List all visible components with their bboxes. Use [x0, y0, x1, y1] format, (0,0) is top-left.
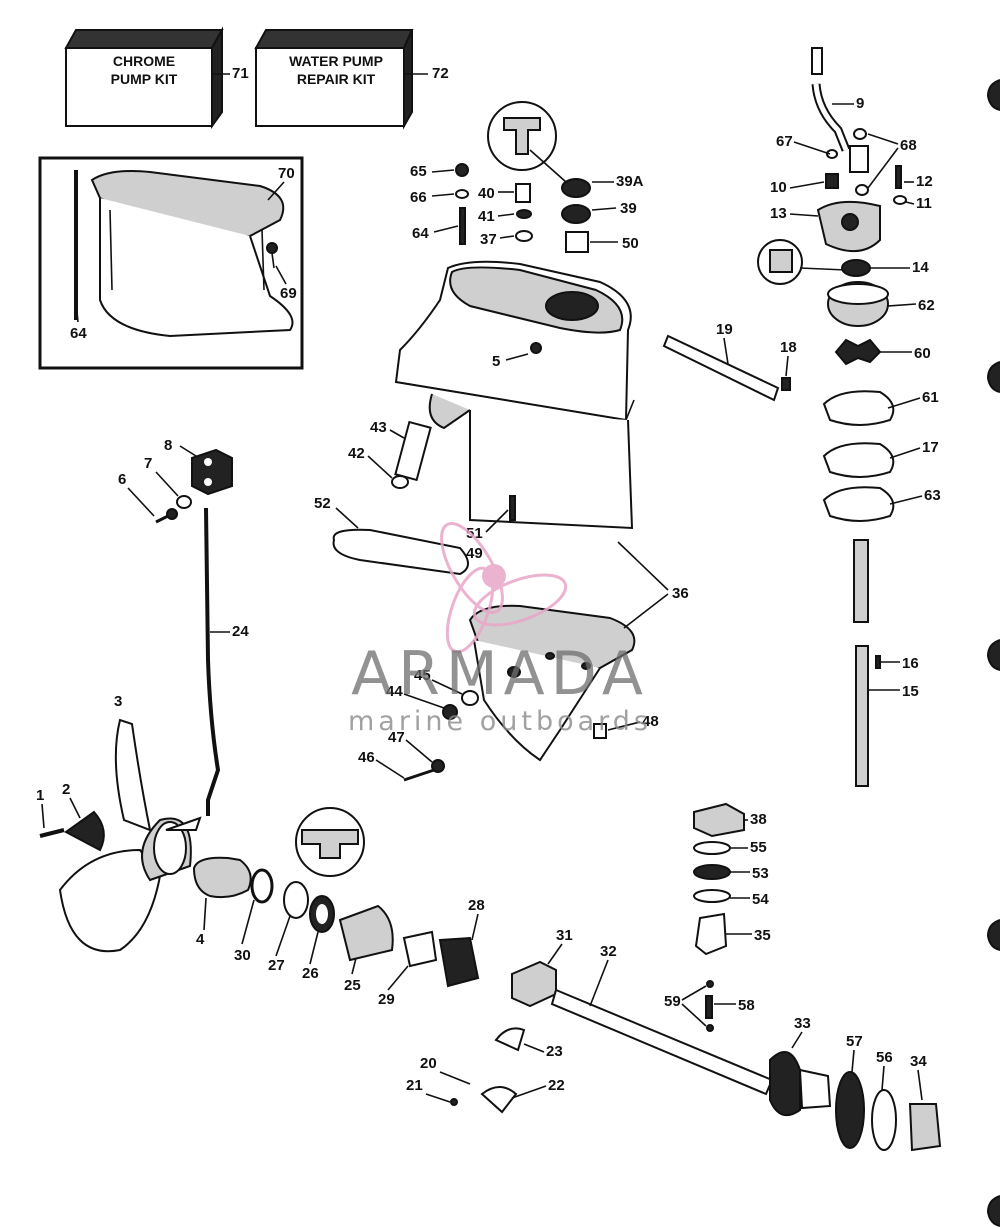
armada-watermark: ARMADA marine outboards [348, 522, 652, 737]
callout-64-inset: 64 [70, 325, 87, 342]
shift-rod-group: 8 7 6 24 [118, 437, 249, 816]
watermark-tagline: marine outboards [348, 706, 652, 737]
drive-shaft-group: 31 32 33 57 56 34 23 22 20 21 [406, 927, 942, 1152]
callout-3: 3 [114, 693, 122, 710]
callout-37: 37 [480, 231, 497, 248]
callout-18: 18 [780, 339, 797, 356]
callout-65: 65 [410, 163, 427, 180]
callout-41: 41 [478, 208, 495, 225]
callout-60: 60 [914, 345, 931, 362]
callout-36: 36 [672, 585, 689, 602]
callout-33: 33 [794, 1015, 811, 1032]
callout-23: 23 [546, 1043, 563, 1060]
callout-19: 19 [716, 321, 733, 338]
propeller-assembly: 1 2 3 [36, 693, 202, 953]
callout-45: 45 [414, 667, 431, 684]
callout-39: 39 [620, 200, 637, 217]
callout-7: 7 [144, 455, 152, 472]
callout-53: 53 [752, 865, 769, 882]
callout-27: 27 [268, 957, 285, 974]
callout-63: 63 [924, 487, 941, 504]
callout-66: 66 [410, 189, 427, 206]
callout-35: 35 [754, 927, 771, 944]
gear-case-hardware-group: 65 66 64 40 41 37 39A 39 50 [410, 101, 644, 253]
callout-1: 1 [36, 787, 44, 804]
callout-58: 58 [738, 997, 755, 1014]
page-edge-marks [986, 79, 1000, 1227]
chrome-kit-label-line1: CHROME [113, 53, 175, 69]
callout-8: 8 [164, 437, 172, 454]
propeller-logo [440, 522, 568, 654]
callout-69: 69 [280, 285, 297, 302]
water-pump-kit-label-line1: WATER PUMP [289, 53, 383, 69]
callout-51: 51 [466, 525, 483, 542]
callout-68: 68 [900, 137, 917, 154]
callout-64: 64 [412, 225, 429, 242]
callout-5: 5 [492, 353, 500, 370]
callout-28: 28 [468, 897, 485, 914]
callout-70: 70 [278, 165, 295, 182]
callout-50: 50 [622, 235, 639, 252]
callout-39a: 39A [616, 173, 644, 190]
callout-24: 24 [232, 623, 249, 640]
callout-54: 54 [752, 891, 769, 908]
water-pump-repair-kit-box: WATER PUMP REPAIR KIT 72 [254, 29, 449, 130]
callout-44: 44 [386, 683, 403, 700]
callout-31: 31 [556, 927, 573, 944]
callout-48: 48 [642, 713, 659, 730]
callout-46: 46 [358, 749, 375, 766]
callout-49: 49 [466, 545, 483, 562]
callout-47: 47 [388, 729, 405, 746]
callout-25: 25 [344, 977, 361, 994]
callout-57: 57 [846, 1033, 863, 1050]
callout-6: 6 [118, 471, 126, 488]
callout-59: 59 [664, 993, 681, 1010]
callout-20: 20 [420, 1055, 437, 1072]
trim-strip: 19 18 [662, 321, 797, 402]
callout-55: 55 [750, 839, 767, 856]
callout-2: 2 [62, 781, 70, 798]
chrome-pump-kit-box: CHROME PUMP KIT 71 [64, 26, 249, 130]
chrome-housing-inset: 70 69 64 [38, 156, 304, 370]
callout-16: 16 [902, 655, 919, 672]
callout-67: 67 [776, 133, 793, 150]
chrome-kit-label-line2: PUMP KIT [111, 71, 178, 87]
callout-71: 71 [232, 65, 249, 82]
callout-56: 56 [876, 1049, 893, 1066]
callout-13: 13 [770, 205, 787, 222]
callout-42: 42 [348, 445, 365, 462]
callout-61: 61 [922, 389, 939, 406]
callout-43: 43 [370, 419, 387, 436]
propeller-shaft-parts: 4 30 27 26 25 29 28 [192, 807, 485, 1008]
callout-52: 52 [314, 495, 331, 512]
callout-12: 12 [916, 173, 933, 190]
callout-15: 15 [902, 683, 919, 700]
callout-9: 9 [856, 95, 864, 112]
callout-29: 29 [378, 991, 395, 1008]
callout-4: 4 [196, 931, 205, 948]
callout-11: 11 [916, 195, 932, 212]
callout-72: 72 [432, 65, 449, 82]
callout-40: 40 [478, 185, 495, 202]
callout-21: 21 [406, 1077, 423, 1094]
callout-38: 38 [750, 811, 767, 828]
gearcase-seal-and-pins: 43 42 52 51 49 [314, 419, 516, 576]
callout-30: 30 [234, 947, 251, 964]
callout-32: 32 [600, 943, 617, 960]
callout-14: 14 [912, 259, 929, 276]
lower-unit-housing: 5 [394, 260, 635, 530]
watermark-brand: ARMADA [351, 639, 649, 709]
callout-17: 17 [922, 439, 939, 456]
callout-22: 22 [548, 1077, 565, 1094]
callout-10: 10 [770, 179, 787, 196]
gearcase-fasteners: 44 45 48 47 46 [358, 667, 659, 782]
callout-34: 34 [910, 1053, 927, 1070]
callout-26: 26 [302, 965, 319, 982]
callout-62: 62 [918, 297, 935, 314]
water-pump-kit-label-line2: REPAIR KIT [297, 71, 376, 87]
water-pump-group: 9 67 68 10 13 12 11 14 62 60 61 17 63 16… [757, 47, 941, 787]
pinion-gear-stack: 38 55 53 54 35 58 59 [664, 802, 771, 1032]
